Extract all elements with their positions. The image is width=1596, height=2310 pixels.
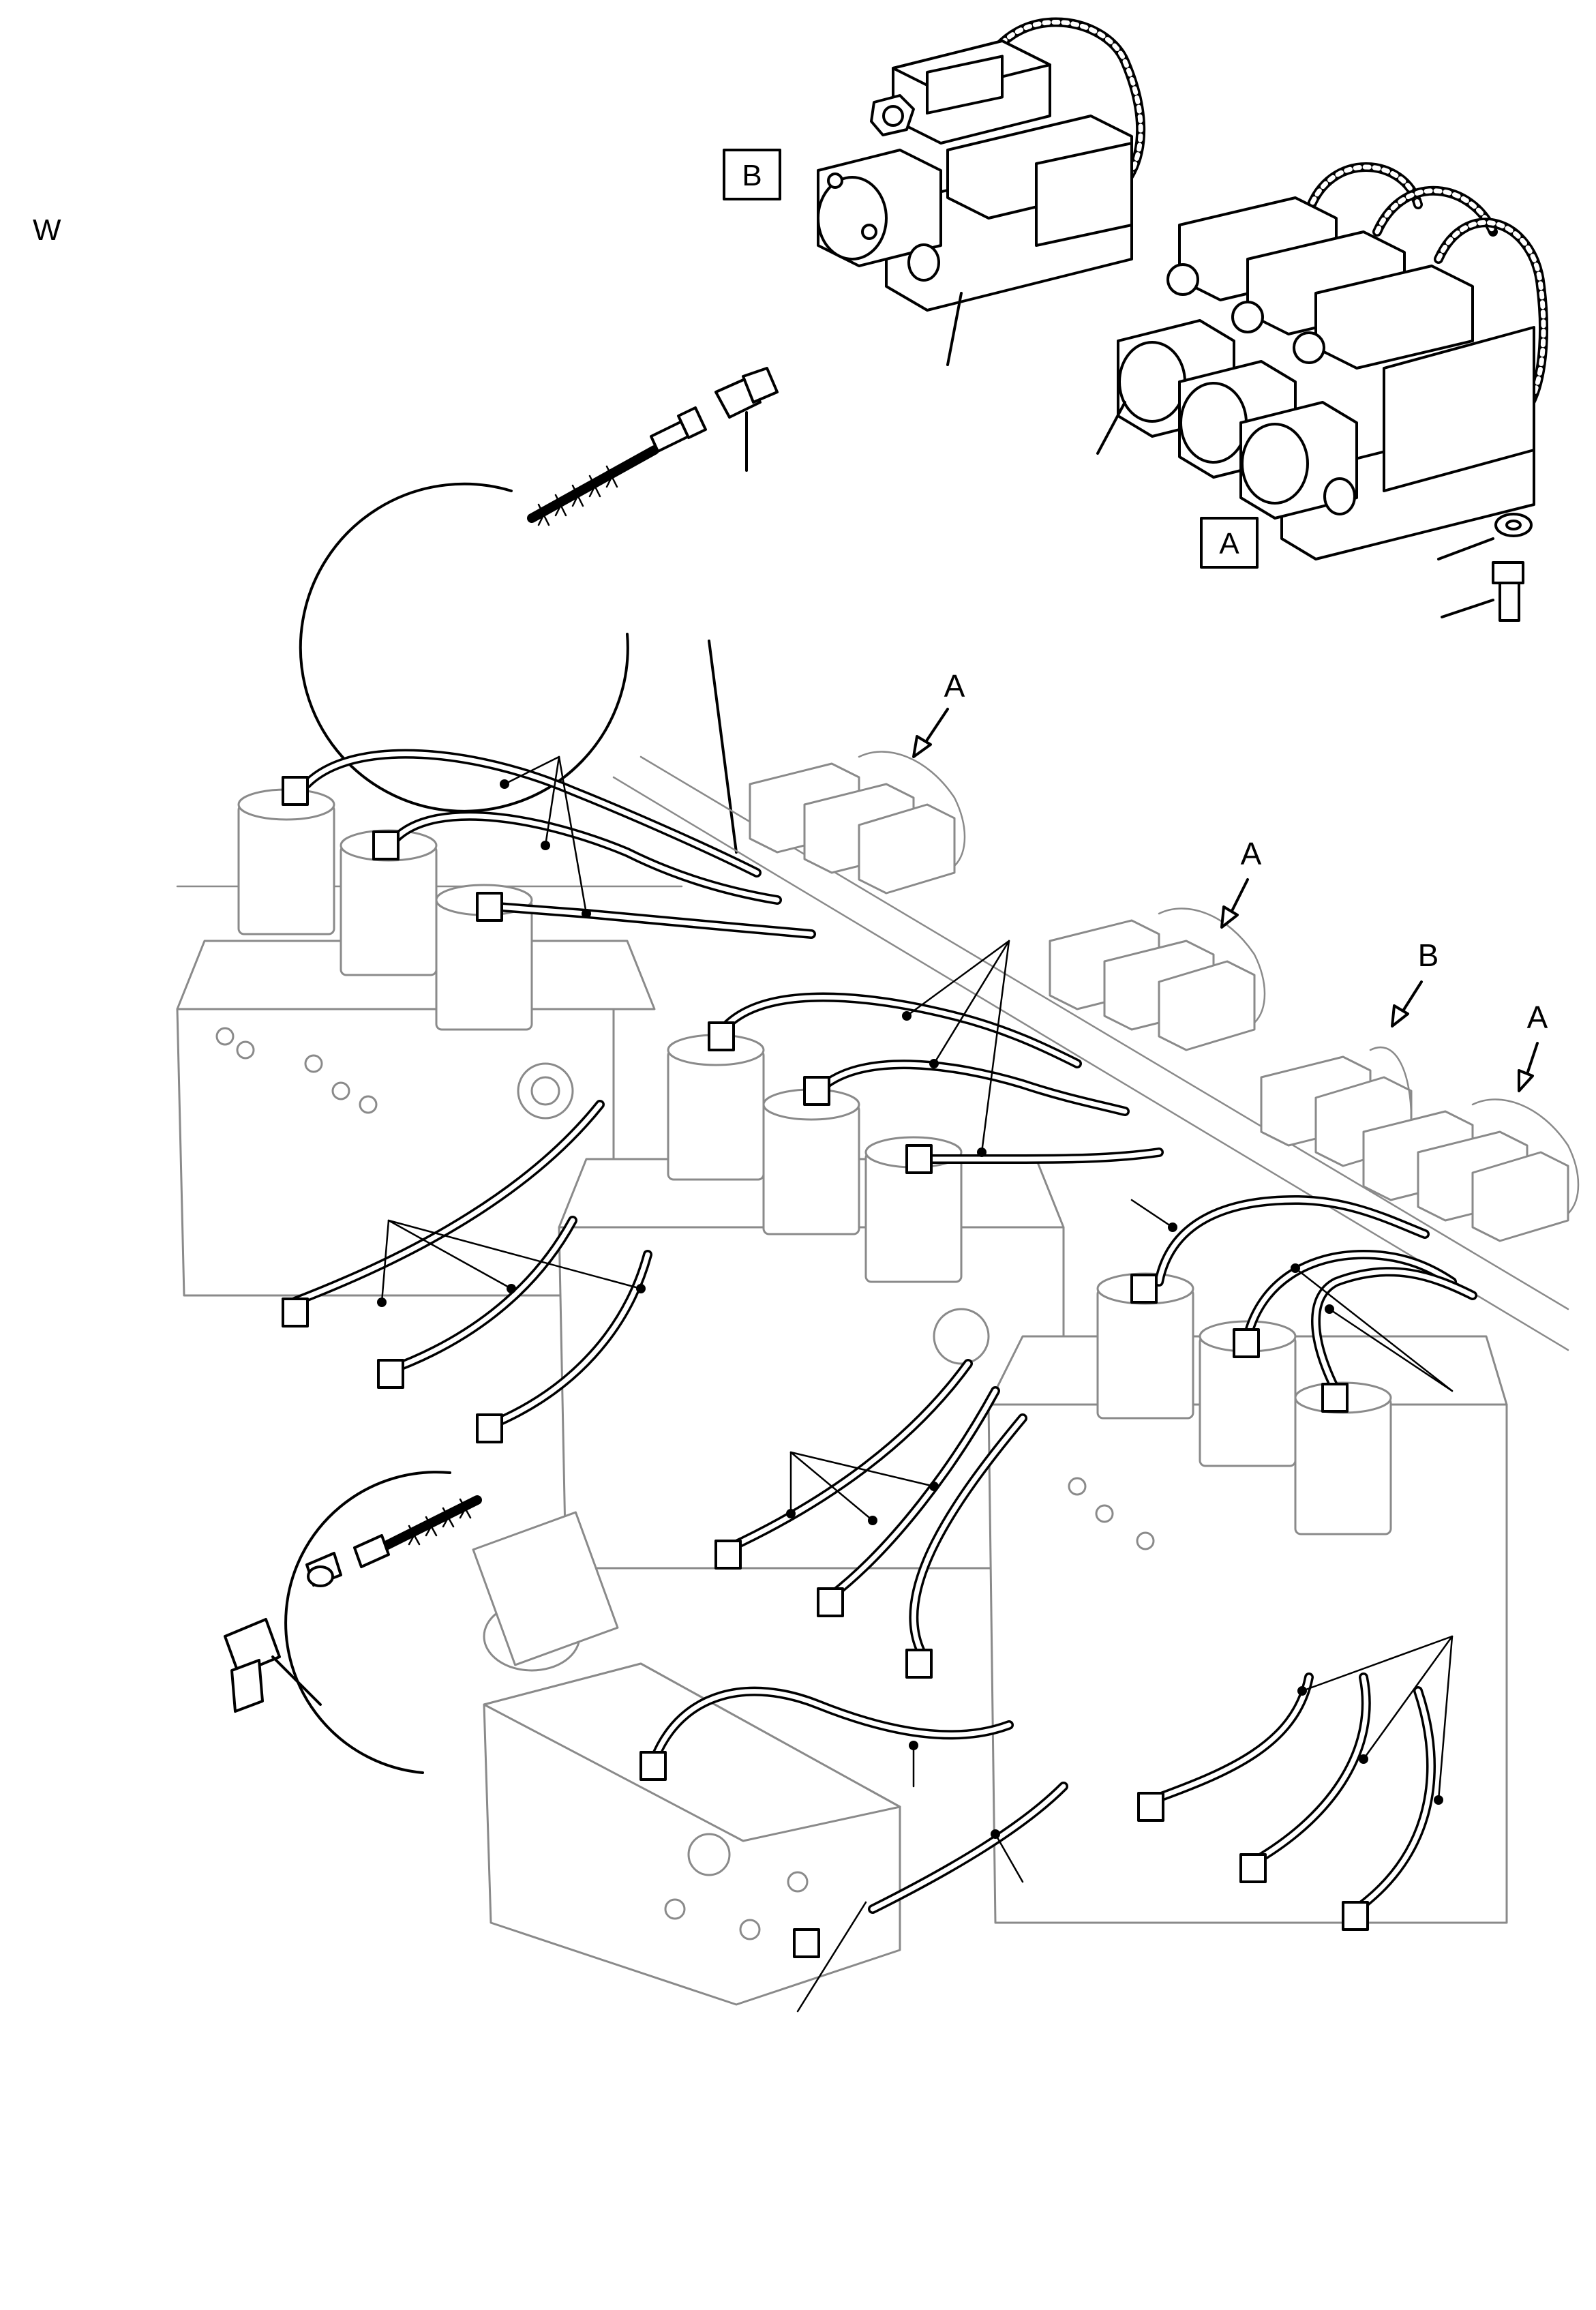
label-box-b: B	[742, 159, 762, 192]
callout-leaders	[377, 755, 1454, 2013]
corner-mark: W	[33, 213, 61, 247]
valve-detail-a: A	[1096, 162, 1549, 622]
valve-detail-b: B	[723, 17, 1146, 366]
rail-valve-packs	[749, 751, 1580, 1242]
hose-lines	[288, 749, 1477, 1914]
detail-circle-hose-end	[299, 367, 779, 854]
detail-circle-elbow	[224, 1471, 482, 1774]
view-label-b: B	[1418, 937, 1439, 973]
label-box-b-frame	[723, 149, 781, 200]
hose-fittings	[282, 776, 1369, 1958]
accumulators	[237, 788, 1392, 1535]
label-box-a-frame	[1200, 517, 1259, 569]
view-label-a3: A	[1527, 1000, 1548, 1035]
label-box-a: A	[1219, 527, 1239, 560]
view-label-a2: A	[1241, 836, 1262, 871]
view-arrows: A A B A	[912, 668, 1548, 1092]
view-label-a1: A	[944, 668, 965, 704]
